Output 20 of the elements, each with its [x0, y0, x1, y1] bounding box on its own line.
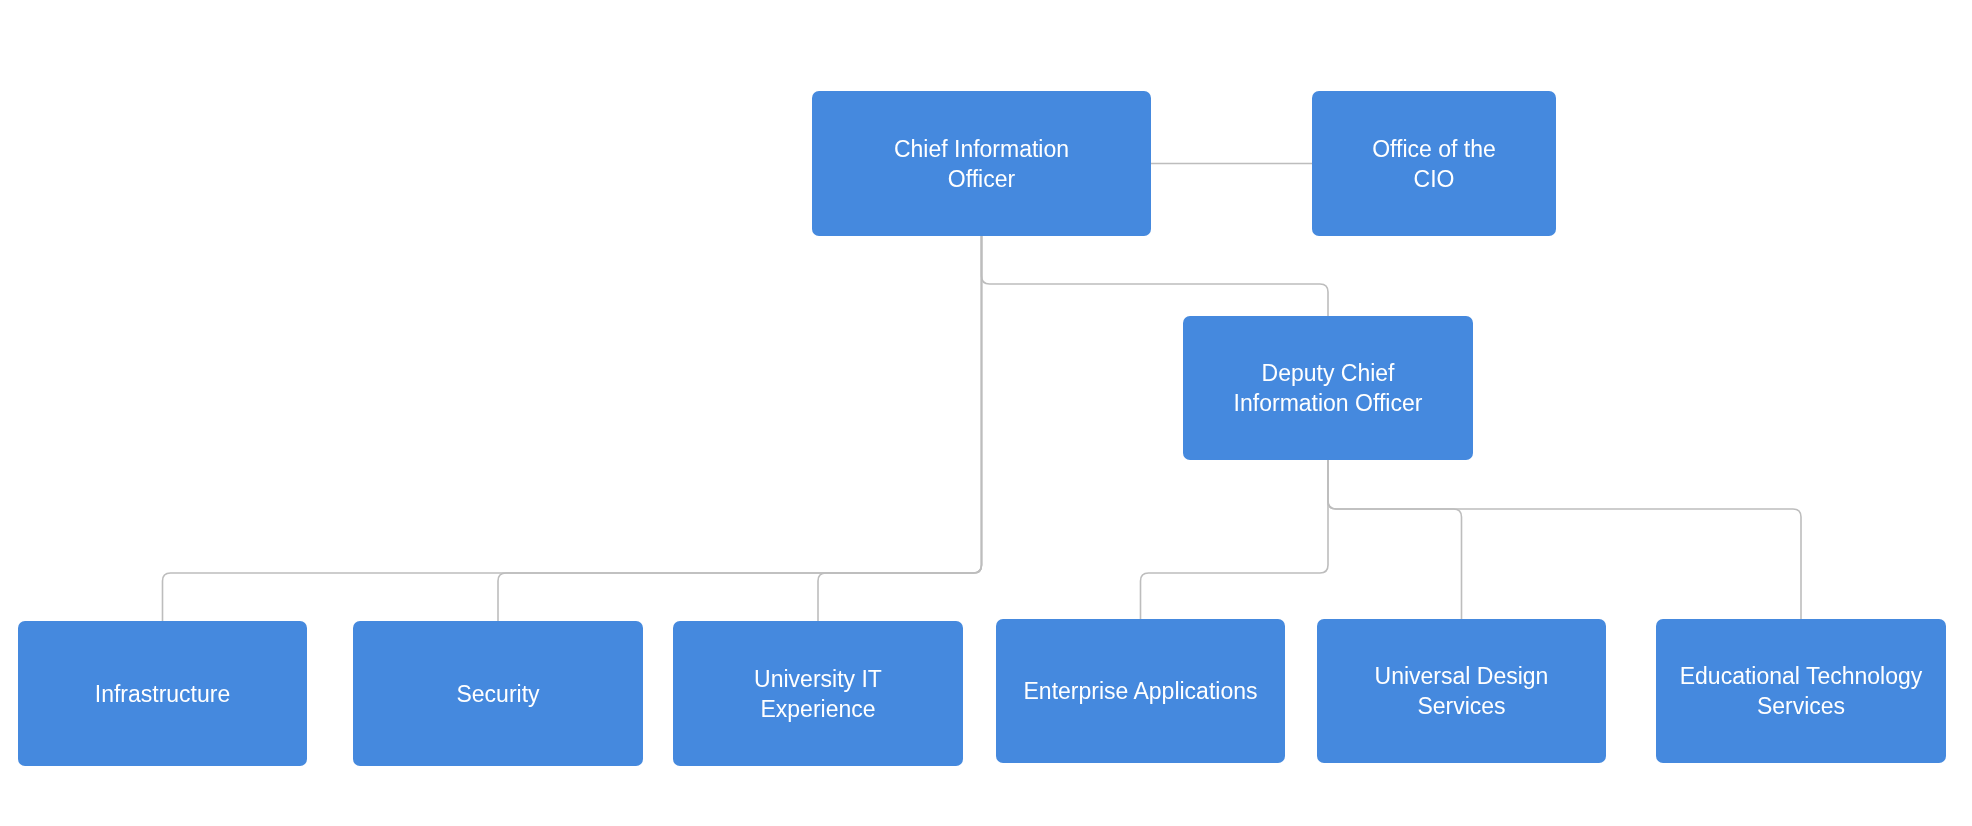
org-unit-box: [1656, 619, 1946, 763]
unit-title: Universal Design Services: [1373, 662, 1550, 721]
org-unit-box: [1312, 91, 1556, 236]
org-unit-box: [673, 621, 963, 766]
connector-line: [817, 235, 983, 622]
unit-title: Chief Information Officer: [892, 134, 1071, 194]
org-unit-box: [812, 91, 1151, 236]
connector-line: [1150, 162, 1313, 165]
unit-title: Educational Technology Services: [1678, 662, 1924, 721]
unit-title: Enterprise Applications: [1023, 677, 1258, 706]
unit-title: Office of the CIO: [1371, 134, 1497, 194]
org-unit-box: [996, 619, 1285, 763]
unit-title: Security: [456, 679, 540, 709]
org-unit-box: [1183, 316, 1473, 460]
unit-title: Infrastructure: [94, 679, 231, 709]
org-unit-box: [18, 621, 307, 766]
unit-title: Deputy Chief Information Officer: [1232, 359, 1424, 418]
org-unit-box: [353, 621, 643, 766]
unit-title: University IT Experience: [753, 664, 883, 724]
org-unit-box: [1317, 619, 1606, 763]
